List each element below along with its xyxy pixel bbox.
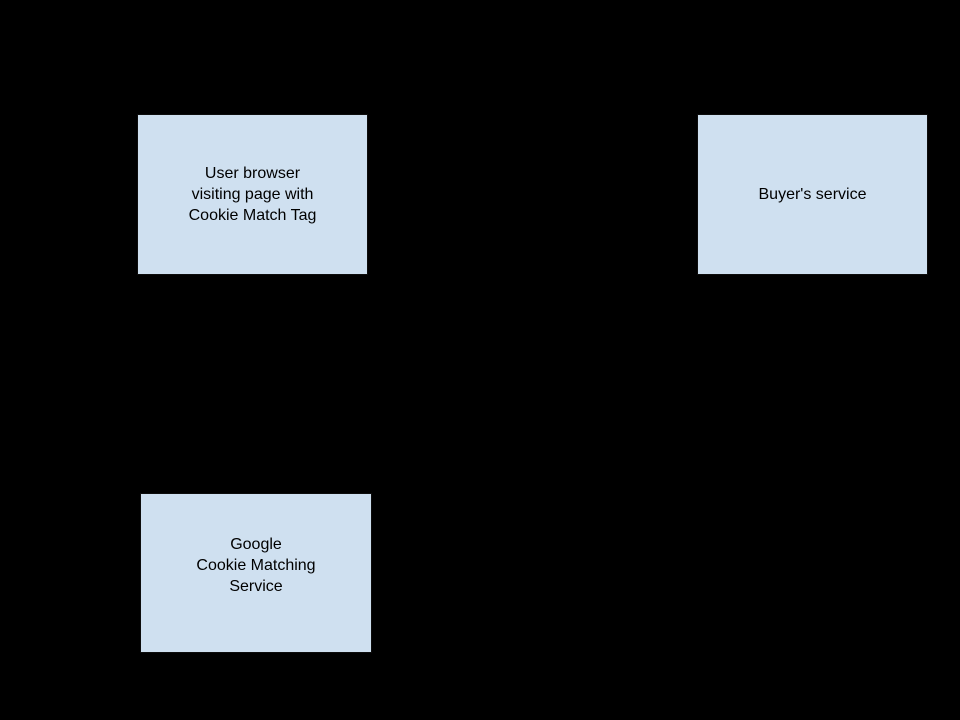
node-user-browser-line-3: Cookie Match Tag [188, 207, 317, 224]
node-google-cms-line-2: Cookie Matching [196, 557, 316, 574]
node-google-cookie-matching-service[interactable]: Google Cookie Matching Service [140, 493, 372, 653]
node-user-browser-line-2: visiting page with [191, 186, 314, 203]
node-google-cms-line-3: Service [229, 578, 283, 595]
node-buyer-service[interactable]: Buyer's service [697, 114, 928, 275]
node-buyer-service-line-1: Buyer's service [758, 186, 867, 203]
node-google-cms-line-1: Google [230, 536, 282, 553]
node-user-browser-line-1: User browser [204, 165, 301, 182]
node-user-browser[interactable]: User browser visiting page with Cookie M… [137, 114, 368, 275]
